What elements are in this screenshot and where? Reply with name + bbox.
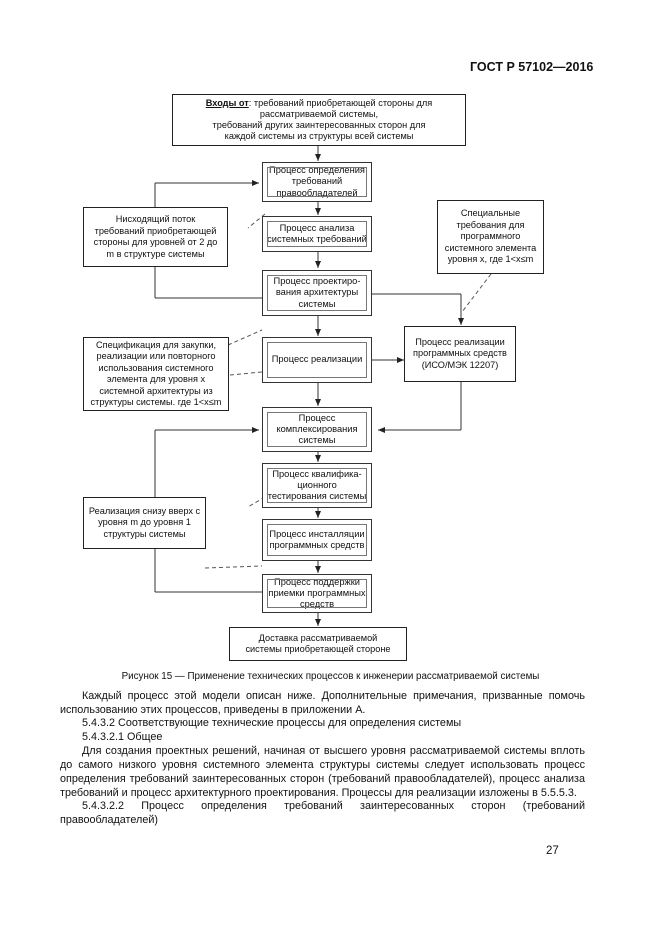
document-id: ГОСТ Р 57102—2016 xyxy=(470,60,594,74)
process-system-requirements-analysis: Процесс анализа системных требований xyxy=(262,216,372,252)
process-implementation: Процесс реализации xyxy=(262,337,372,383)
note-procurement-spec: Спецификация для закупки, реализации или… xyxy=(83,337,229,411)
inputs-line-4: каждой системы из структуры всей системы xyxy=(224,131,414,141)
inputs-line-2: рассматриваемой системы, xyxy=(259,109,379,119)
paragraph-1: Каждый процесс этой модели описан ниже. … xyxy=(60,690,585,716)
section-heading-5-4-3-2: 5.4.3.2 Соответствующие технические проц… xyxy=(82,717,462,729)
note-top-down-flow: Нисходящий поток требований приобретающе… xyxy=(83,207,228,267)
process-architecture-design: Процесс проектиро-вания архитектуры сист… xyxy=(262,270,372,316)
process-integration: Процесс комплексирования системы xyxy=(262,407,372,452)
inputs-box: Входы от: требований приобретающей сторо… xyxy=(172,94,466,146)
note-bottom-up: Реализация снизу вверх с уровня m до уро… xyxy=(83,497,206,549)
delivery-box: Доставка рассматриваемой системы приобре… xyxy=(229,627,407,661)
process-qualification-testing: Процесс квалифика-ционного тестирования … xyxy=(262,463,372,508)
section-heading-5-4-3-2-1: 5.4.3.2.1 Общее xyxy=(82,731,163,743)
inputs-line-3: требований других заинтересованных сторо… xyxy=(212,120,426,130)
process-software-implementation: Процесс реализации программных средств (… xyxy=(404,326,516,382)
section-heading-5-4-3-2-2: 5.4.3.2.2 Процесс определения требований… xyxy=(60,800,585,826)
inputs-line-1: : требований приобретающей стороны для xyxy=(248,98,433,108)
page-number: 27 xyxy=(546,845,559,857)
inputs-label: Входы от xyxy=(205,98,249,108)
process-acceptance-support: Процесс поддержки приемки программных ср… xyxy=(262,574,372,613)
figure-caption: Рисунок 15 — Применение технических проц… xyxy=(121,671,540,682)
paragraph-2: Для создания проектных решений, начиная … xyxy=(60,745,585,799)
process-stakeholder-requirements: Процесс определения требований правообла… xyxy=(262,162,372,202)
note-special-requirements: Специальные требования для программного … xyxy=(437,200,544,274)
process-software-installation: Процесс инсталляции программных средств xyxy=(262,519,372,561)
